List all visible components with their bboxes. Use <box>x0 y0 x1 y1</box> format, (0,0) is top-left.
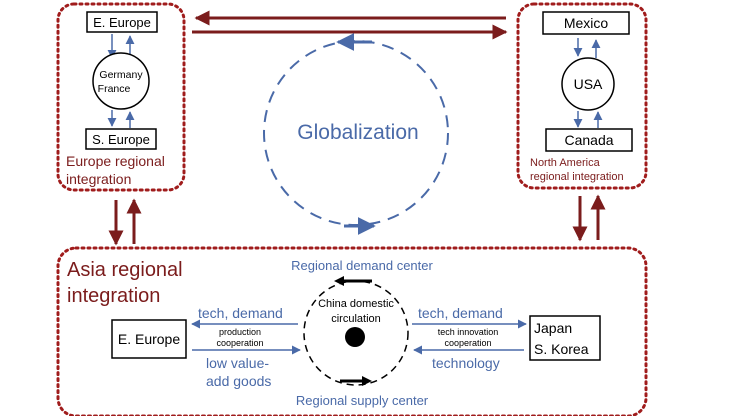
right-bottom-label: technology <box>432 355 500 371</box>
europe-east-box <box>86 11 158 33</box>
left-bottom-label-2: add goods <box>206 373 271 389</box>
asia-right-partner-label-2: S. Korea <box>534 341 589 357</box>
right-mid-label-2: cooperation <box>444 338 491 348</box>
na-region-label-2: regional integration <box>530 171 624 183</box>
left-mid-label-2: cooperation <box>216 338 263 348</box>
europe-region-border <box>56 2 186 192</box>
na-mexico-box <box>542 11 630 35</box>
europe-region-label-1: Europe regional <box>66 153 165 169</box>
regional-supply-center-label: Regional supply center <box>296 393 429 408</box>
china-circulation-label-2: circulation <box>331 313 381 325</box>
asia-right-partner-box <box>529 315 601 361</box>
left-bottom-label-1: low value- <box>206 355 269 371</box>
na-canada-label: Canada <box>564 132 613 148</box>
france-label: France <box>98 83 131 95</box>
asia-right-partner-label-1: Japan <box>534 320 572 336</box>
china-core-dot <box>345 327 365 347</box>
globalization-label: Globalization <box>297 121 418 144</box>
asia-left-partner-box <box>111 319 187 359</box>
europe-south-label: S. Europe <box>92 132 150 147</box>
usa-node <box>561 57 615 111</box>
usa-label: USA <box>574 76 603 92</box>
europe-south-box <box>85 128 157 150</box>
asia-region-border <box>56 246 648 416</box>
left-mid-label-1: production <box>219 327 261 337</box>
right-top-label: tech, demand <box>418 305 503 321</box>
europe-region-label-2: integration <box>66 171 131 187</box>
asia-region-label-2: integration <box>67 285 160 307</box>
left-top-label: tech, demand <box>198 305 283 321</box>
asia-left-partner-label: E. Europe <box>118 331 180 347</box>
regional-demand-center-label: Regional demand center <box>291 258 433 273</box>
china-ring-arrowhead-bottom <box>362 376 372 386</box>
na-region-border <box>516 2 648 190</box>
china-ring-arrowhead-top <box>334 276 344 286</box>
na-canada-box <box>545 128 633 152</box>
germany-label: Germany <box>99 69 143 81</box>
europe-east-label: E. Europe <box>93 15 151 30</box>
right-mid-label-1: tech innovation <box>438 327 499 337</box>
asia-region-label-1: Asia regional <box>67 259 183 281</box>
na-mexico-label: Mexico <box>564 15 609 31</box>
na-region-label-1: North America <box>530 157 601 169</box>
china-circulation-label-1: China domestic <box>318 298 394 310</box>
germany-france-node <box>92 52 150 110</box>
